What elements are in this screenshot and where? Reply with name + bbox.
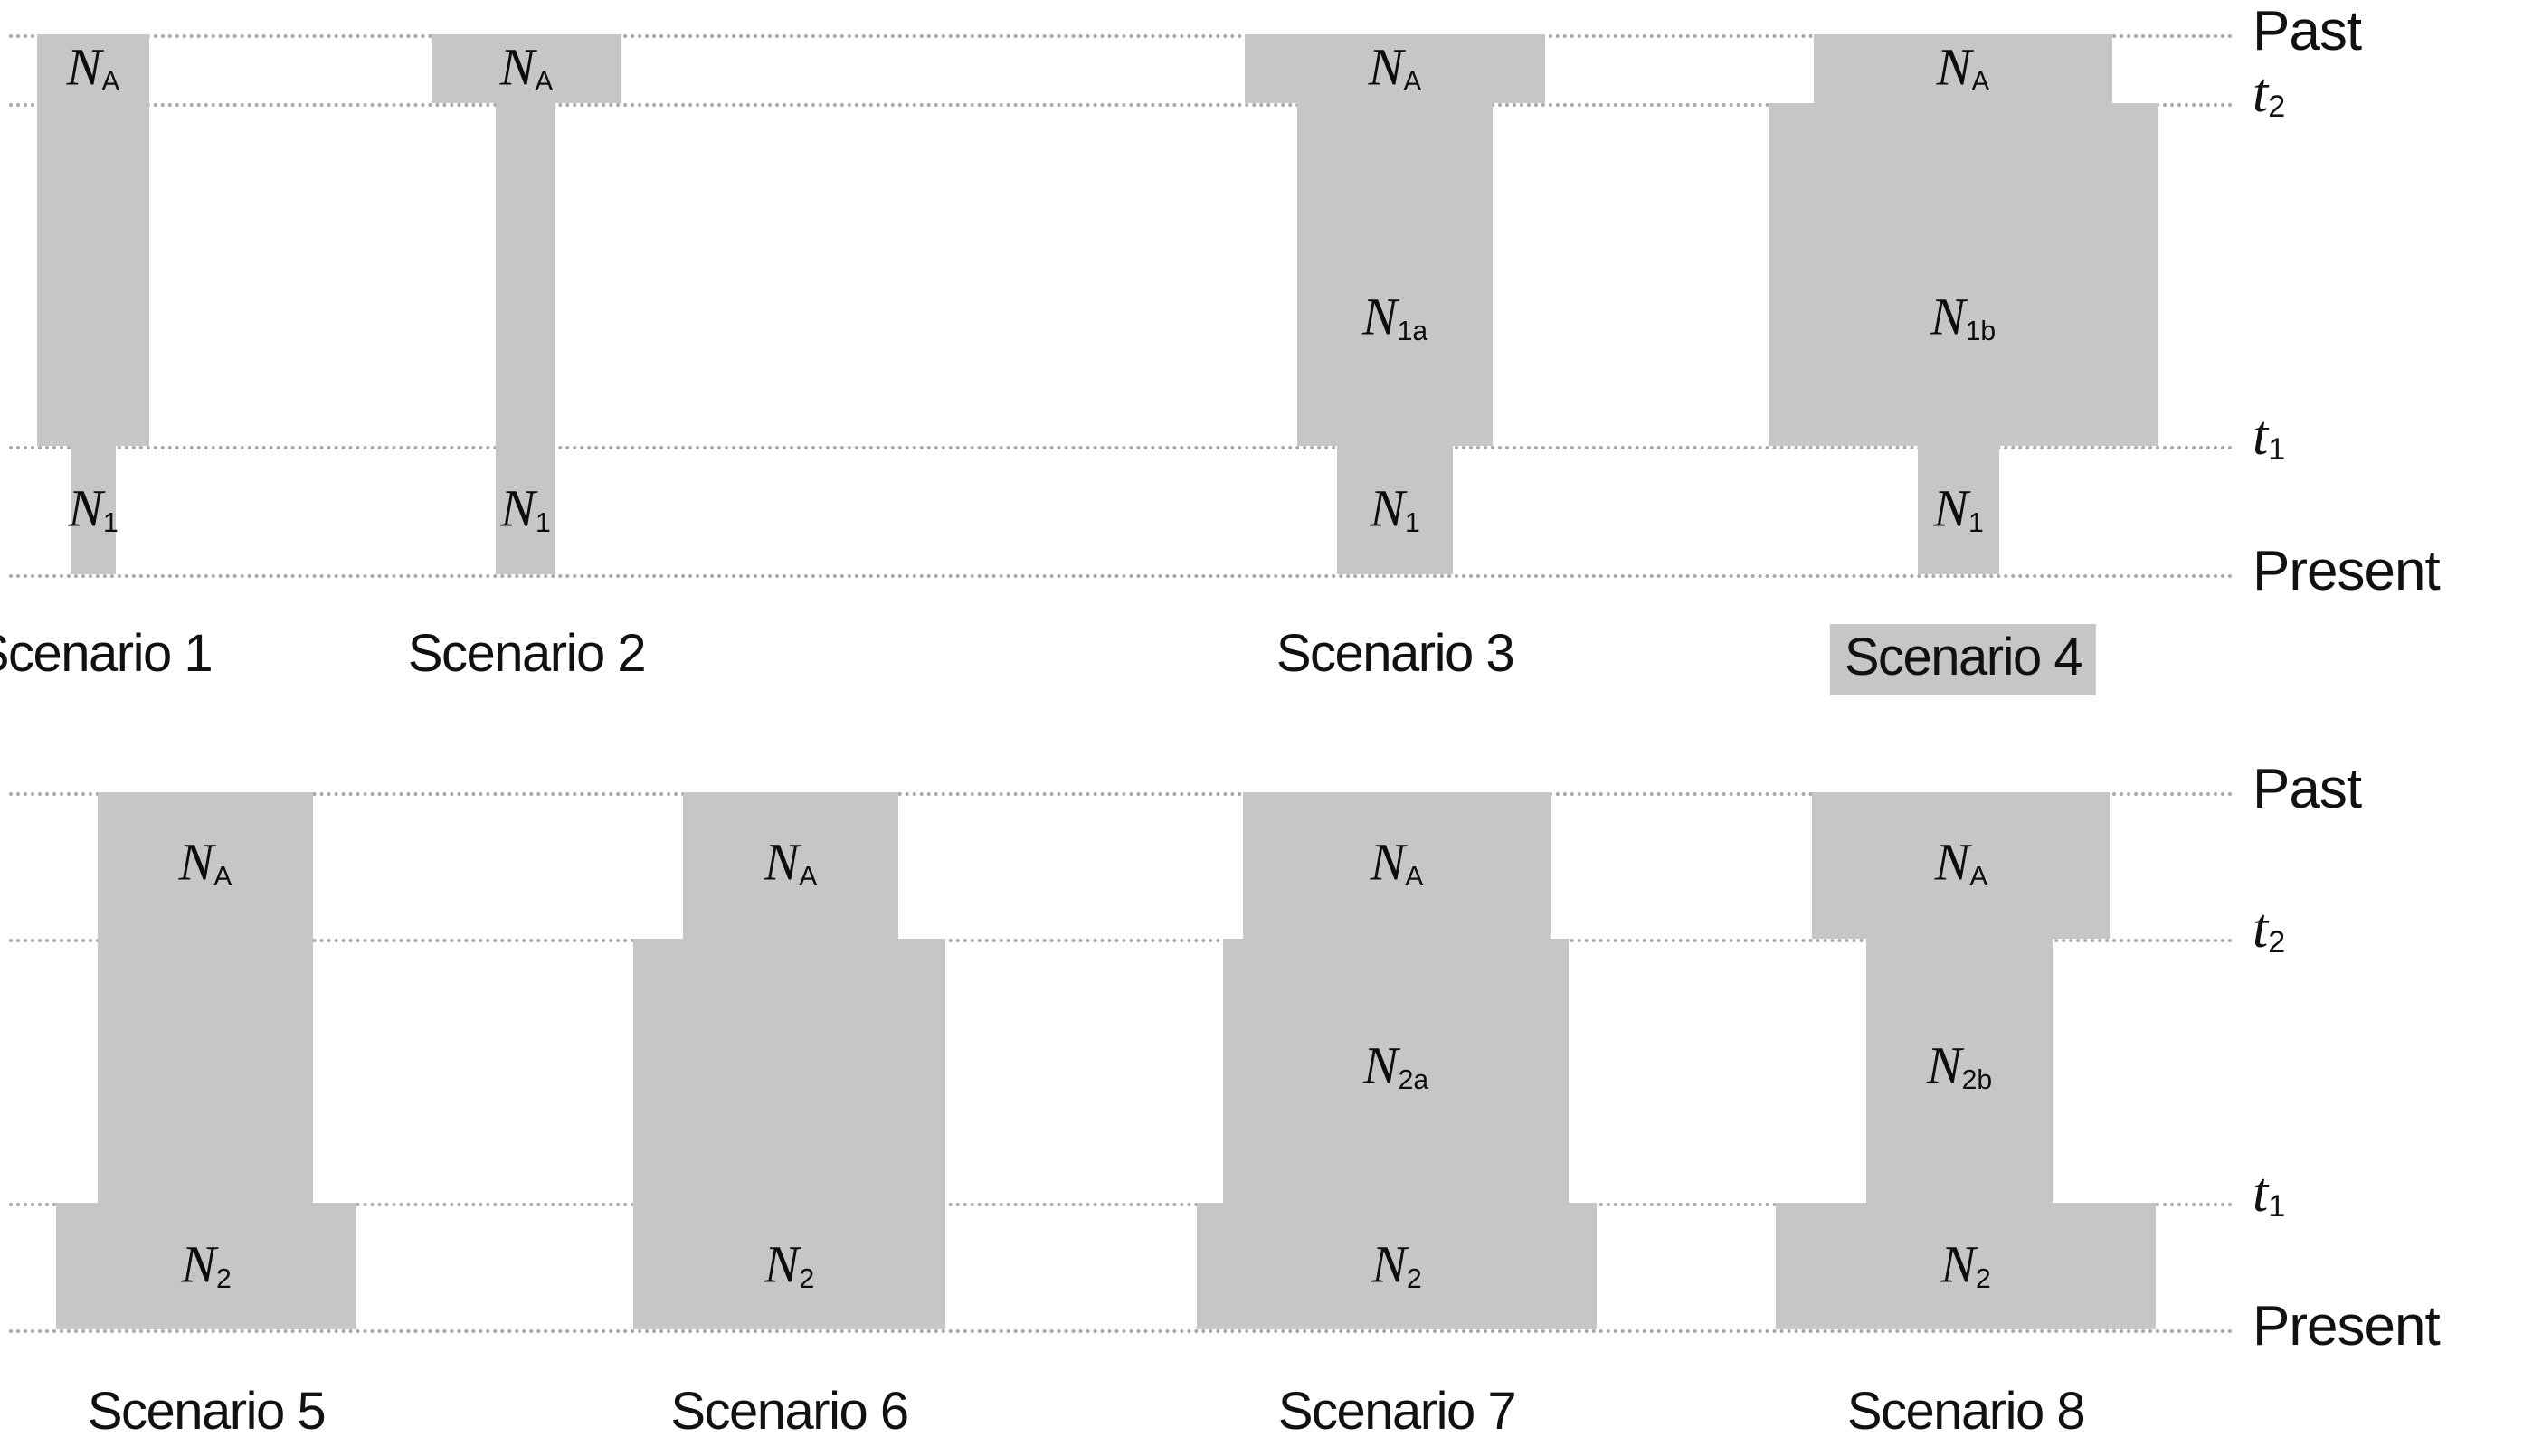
subscript: 1: [1968, 508, 1984, 539]
block-scenario-7-NA: [1243, 792, 1551, 939]
subscript: A: [101, 67, 120, 98]
block-scenario-5-NA: [98, 792, 313, 939]
block-scenario-3-N1: [1337, 446, 1453, 574]
population-label-scenario-5-N2: N2: [181, 1234, 232, 1295]
axis-label-past: Past: [2253, 758, 2362, 820]
block-scenario-6-mid-1: [633, 939, 945, 1203]
gridline-past: [9, 792, 2234, 796]
gridline-present: [9, 1329, 2234, 1333]
block-scenario-4-N1: [1918, 446, 1999, 574]
block-scenario-5-mid-1: [98, 939, 313, 1203]
axis-label-t2: t2: [2253, 62, 2286, 125]
population-label-scenario-7-N2a: N2a: [1362, 1035, 1429, 1096]
subscript: 1: [2268, 1189, 2286, 1224]
subscript: A: [535, 67, 554, 98]
gridline-t2: [9, 939, 2234, 942]
block-scenario-4-N1b: [1769, 103, 2158, 446]
population-label-scenario-1-NA: NA: [66, 37, 120, 98]
population-label-scenario-5-NA: NA: [178, 832, 232, 893]
subscript: 2b: [1961, 1065, 1993, 1096]
gridline-t1: [9, 1203, 2234, 1206]
population-label-scenario-2-N1: N1: [500, 478, 551, 539]
subscript: 1: [1404, 508, 1420, 539]
block-scenario-2-N1: [496, 446, 555, 574]
population-label-scenario-6-NA: NA: [764, 832, 818, 893]
subscript: 2: [215, 1264, 232, 1295]
subscript: A: [1403, 67, 1422, 98]
population-label-scenario-8-N2b: N2b: [1926, 1035, 1993, 1096]
subscript: A: [213, 862, 232, 893]
population-label-scenario-4-NA: NA: [1936, 37, 1990, 98]
block-scenario-4-NA: [1814, 34, 2112, 103]
population-label-scenario-4-N1b: N1b: [1930, 287, 1997, 347]
block-scenario-8-NA: [1812, 792, 2110, 939]
subscript: A: [799, 862, 818, 893]
block-scenario-1-N1: [71, 446, 116, 574]
gridline-t1: [9, 446, 2234, 449]
block-scenario-6-NA: [683, 792, 898, 939]
scenario-label-scenario-7: Scenario 7: [1277, 1382, 1517, 1441]
subscript: 2: [2268, 925, 2286, 960]
subscript: A: [1971, 67, 1990, 98]
subscript: A: [1969, 862, 1988, 893]
scenario-label-scenario-8: Scenario 8: [1846, 1382, 2086, 1441]
gridline-past: [9, 34, 2234, 38]
gridline-present: [9, 574, 2234, 578]
subscript: 2: [2268, 90, 2286, 125]
scenario-label-scenario-4: Scenario 4: [1829, 624, 2097, 695]
population-label-scenario-4-N1: N1: [1933, 478, 1984, 539]
block-scenario-6-N2: [633, 1203, 945, 1329]
block-scenario-7-N2a: [1223, 939, 1569, 1203]
population-label-scenario-3-N1: N1: [1370, 478, 1420, 539]
subscript: 1: [2268, 432, 2286, 468]
subscript: 2: [1975, 1264, 1991, 1295]
axis-label-t2: t2: [2253, 898, 2286, 960]
subscript: 2: [1406, 1264, 1422, 1295]
subscript: 1a: [1397, 317, 1428, 347]
scenario-label-scenario-3: Scenario 3: [1276, 624, 1515, 683]
axis-label-t1: t1: [2253, 405, 2286, 468]
axis-label-present: Present: [2253, 540, 2441, 602]
block-scenario-5-N2: [56, 1203, 356, 1329]
subscript: 2a: [1398, 1065, 1429, 1096]
axis-label-past: Past: [2253, 0, 2362, 62]
subscript: A: [1405, 862, 1424, 893]
scenario-label-scenario-5: Scenario 5: [87, 1382, 327, 1441]
axis-label-t1: t1: [2253, 1162, 2286, 1224]
subscript: 1b: [1965, 317, 1997, 347]
subscript: 1: [535, 508, 551, 539]
block-scenario-2-NA: [432, 34, 621, 103]
block-scenario-8-N2: [1776, 1203, 2156, 1329]
block-scenario-3-NA: [1245, 34, 1545, 103]
population-label-scenario-2-NA: NA: [499, 37, 554, 98]
block-scenario-7-N2: [1197, 1203, 1597, 1329]
block-scenario-1-NA: [37, 34, 149, 103]
block-scenario-2-mid-1: [496, 103, 555, 446]
population-label-scenario-3-NA: NA: [1368, 37, 1422, 98]
scenario-label-scenario-6: Scenario 6: [670, 1382, 909, 1441]
population-label-scenario-7-N2: N2: [1371, 1234, 1422, 1295]
scenario-label-scenario-1: Scenario 1: [0, 624, 213, 683]
subscript: 2: [799, 1264, 815, 1295]
gridline-t2: [9, 103, 2234, 107]
scenario-label-scenario-2: Scenario 2: [407, 624, 647, 683]
population-label-scenario-8-NA: NA: [1934, 832, 1988, 893]
population-label-scenario-7-NA: NA: [1370, 832, 1424, 893]
block-scenario-8-N2b: [1866, 939, 2053, 1203]
population-label-scenario-3-N1a: N1a: [1361, 287, 1428, 347]
population-label-scenario-1-N1: N1: [68, 478, 119, 539]
axis-label-present: Present: [2253, 1295, 2441, 1357]
block-scenario-1-mid-1: [37, 103, 149, 446]
subscript: 1: [102, 508, 119, 539]
population-label-scenario-8-N2: N2: [1940, 1234, 1991, 1295]
population-label-scenario-6-N2: N2: [764, 1234, 815, 1295]
block-scenario-3-N1a: [1297, 103, 1493, 446]
